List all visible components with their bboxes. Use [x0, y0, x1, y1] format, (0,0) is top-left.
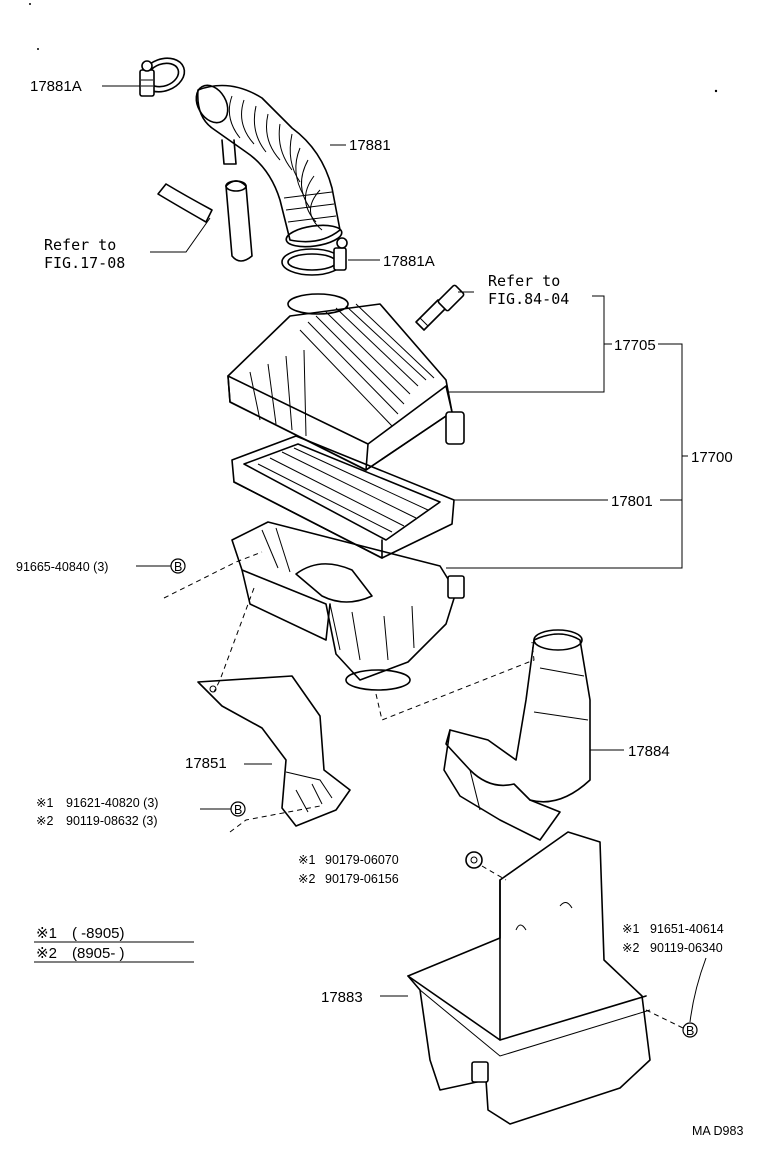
marker-b-3-text: B: [686, 1024, 694, 1038]
label-nut-1: 90179-06070: [325, 853, 399, 867]
leader-cap: [448, 295, 605, 393]
bottom-hose-clamp: [281, 237, 348, 276]
label-element: 17801: [611, 493, 653, 510]
resonator: [407, 831, 651, 1125]
label-plate: 17851: [185, 755, 227, 772]
note-1-text: ( -8905): [72, 925, 125, 942]
label-refer-2-line2: FIG.84-04: [488, 290, 569, 308]
footnote-legend: ※1 ( -8905) ※2 (8905- ): [34, 925, 194, 963]
leader-refer-1: [150, 217, 211, 253]
label-clamp-top: 17881A: [30, 78, 82, 95]
diagram-id: MA D983: [692, 1124, 743, 1138]
label-refer-1-line1: Refer to: [44, 236, 116, 254]
label-plate-bolt-2: 90119-08632 (3): [66, 814, 158, 828]
label-refer-2-line1: Refer to: [488, 272, 560, 290]
label-hose: 17881: [349, 137, 391, 154]
label-refer-1-line2: FIG.17-08: [44, 254, 125, 272]
marker-b-1-text: B: [174, 560, 182, 574]
label-clamp-bottom: 17881A: [383, 253, 435, 270]
label-assembly: 17700: [691, 449, 733, 466]
label-resonator: 17883: [321, 989, 363, 1006]
intake-air-temp-sensor: [415, 284, 465, 331]
label-cap: 17705: [614, 337, 656, 354]
label-res-bolt-1-mark: ※1: [622, 922, 639, 936]
air-filter-element: [231, 435, 455, 559]
marker-b-2: [230, 801, 246, 817]
air-cleaner-case: [231, 521, 465, 691]
top-hose-clamp: [139, 57, 186, 97]
air-cleaner-hose: [195, 84, 343, 248]
note-2-text: (8905- ): [72, 945, 125, 962]
label-plate-bolt-1-mark: ※1: [36, 796, 53, 810]
note-1-mark: ※1: [36, 925, 57, 942]
label-bolt-b1: 91665-40840 (3): [16, 560, 108, 574]
label-nut-1-mark: ※1: [298, 853, 315, 867]
label-res-bolt-1: 91651-40614: [650, 922, 724, 936]
vacuum-hose: [157, 180, 253, 262]
scan-specks: [29, 3, 718, 93]
label-inlet: 17884: [628, 743, 670, 760]
marker-b-1: [170, 558, 186, 574]
label-plate-bolt-1: 91621-40820 (3): [66, 796, 158, 810]
marker-b-2-text: B: [234, 803, 242, 817]
note-2-mark: ※2: [36, 945, 57, 962]
air-cleaner-cap: [227, 293, 465, 471]
bracket-assembly: [446, 343, 683, 569]
label-nut-2: 90179-06156: [325, 872, 399, 886]
intake-air-connector: [443, 629, 591, 841]
label-res-bolt-2-mark: ※2: [622, 941, 639, 955]
marker-b-3: [682, 1022, 698, 1038]
nut: [465, 851, 483, 869]
case-mounting-plate: [197, 675, 351, 827]
label-res-bolt-2: 90119-06340: [650, 941, 723, 955]
label-plate-bolt-2-mark: ※2: [36, 814, 53, 828]
label-nut-2-mark: ※2: [298, 872, 315, 886]
